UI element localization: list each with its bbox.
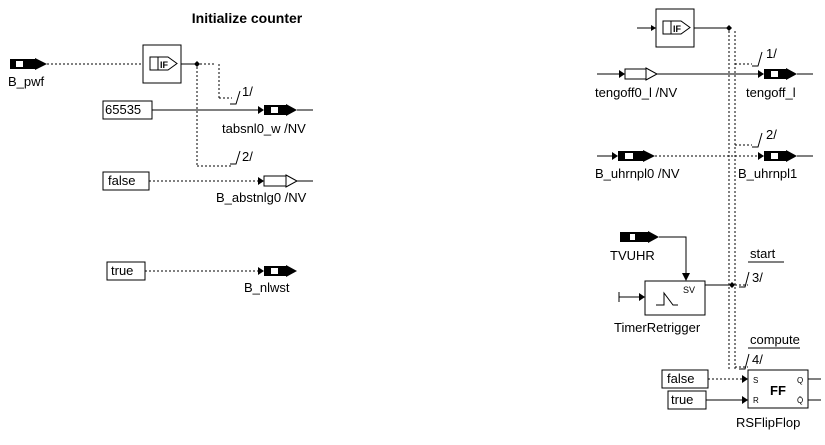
input-label-b-pwf: B_pwf [8,74,45,89]
rs-flipflop-block[interactable]: S R FF Q Q̄ [747,369,809,409]
sequence-label-r2: 2/ [766,127,777,142]
timer-name: TimerRetrigger [614,320,701,335]
constant-value-ff-true: true [671,392,693,407]
ff-qbar-label: Q̄ [797,396,803,405]
ff-s-label: S [753,376,758,385]
output-port-nlwst[interactable] [258,265,297,277]
sequence-label-r3: 3/ [752,270,763,285]
input-port-b-pwf[interactable] [10,58,47,70]
if-label-right: IF [673,24,682,34]
input-port-uhrnpl0[interactable] [612,150,655,162]
constant-value-65535: 65535 [105,102,141,117]
timer-retrigger-block[interactable]: SV [644,280,706,316]
output-port-tengoff[interactable] [758,68,797,80]
input-label-tvuhr: TVUHR [610,248,655,263]
input-label-uhrnpl0: B_uhrnpl0 /NV [595,166,680,181]
branch-point [194,61,200,67]
branch-point [729,282,735,288]
constant-value-true: true [111,263,133,278]
if-label: IF [160,60,169,70]
output-port-tabsnl0[interactable] [258,104,297,116]
output-label-tengoff: tengoff_l [746,85,796,100]
if-block[interactable]: IF [142,44,182,84]
ff-r-label: R [753,396,759,405]
ff-q-label: Q [797,376,803,385]
output-port-uhrnpl1[interactable] [758,150,797,162]
if-block-right[interactable]: IF [655,8,695,48]
constant-value-false: false [108,173,135,188]
compute-label: compute [750,332,800,347]
output-label-uhrnpl1: B_uhrnpl1 [738,166,797,181]
branch-point [726,25,732,31]
constant-value-ff-false: false [667,371,694,386]
output-label-abstnlg0: B_abstnlg0 /NV [216,190,307,205]
sequence-label-r4: 4/ [752,352,763,367]
input-port-tengoff0[interactable] [619,67,659,81]
output-label-nlwst: B_nlwst [244,280,290,295]
section-title: Initialize counter [192,10,303,26]
output-label-tabsnl0: tabsnl0_w /NV [222,121,306,136]
ff-name: RSFlipFlop [736,415,800,430]
output-port-abstnlg0[interactable] [258,174,299,188]
ff-label: FF [770,383,786,398]
timer-sv-label: SV [683,285,695,295]
sequence-label-2: 2/ [242,149,253,164]
input-label-tengoff0: tengoff0_l /NV [595,85,677,100]
input-port-tvuhr[interactable] [620,231,659,243]
sequence-label-r1: 1/ [766,46,777,61]
sequence-label-1: 1/ [242,84,253,99]
start-label: start [750,246,776,261]
